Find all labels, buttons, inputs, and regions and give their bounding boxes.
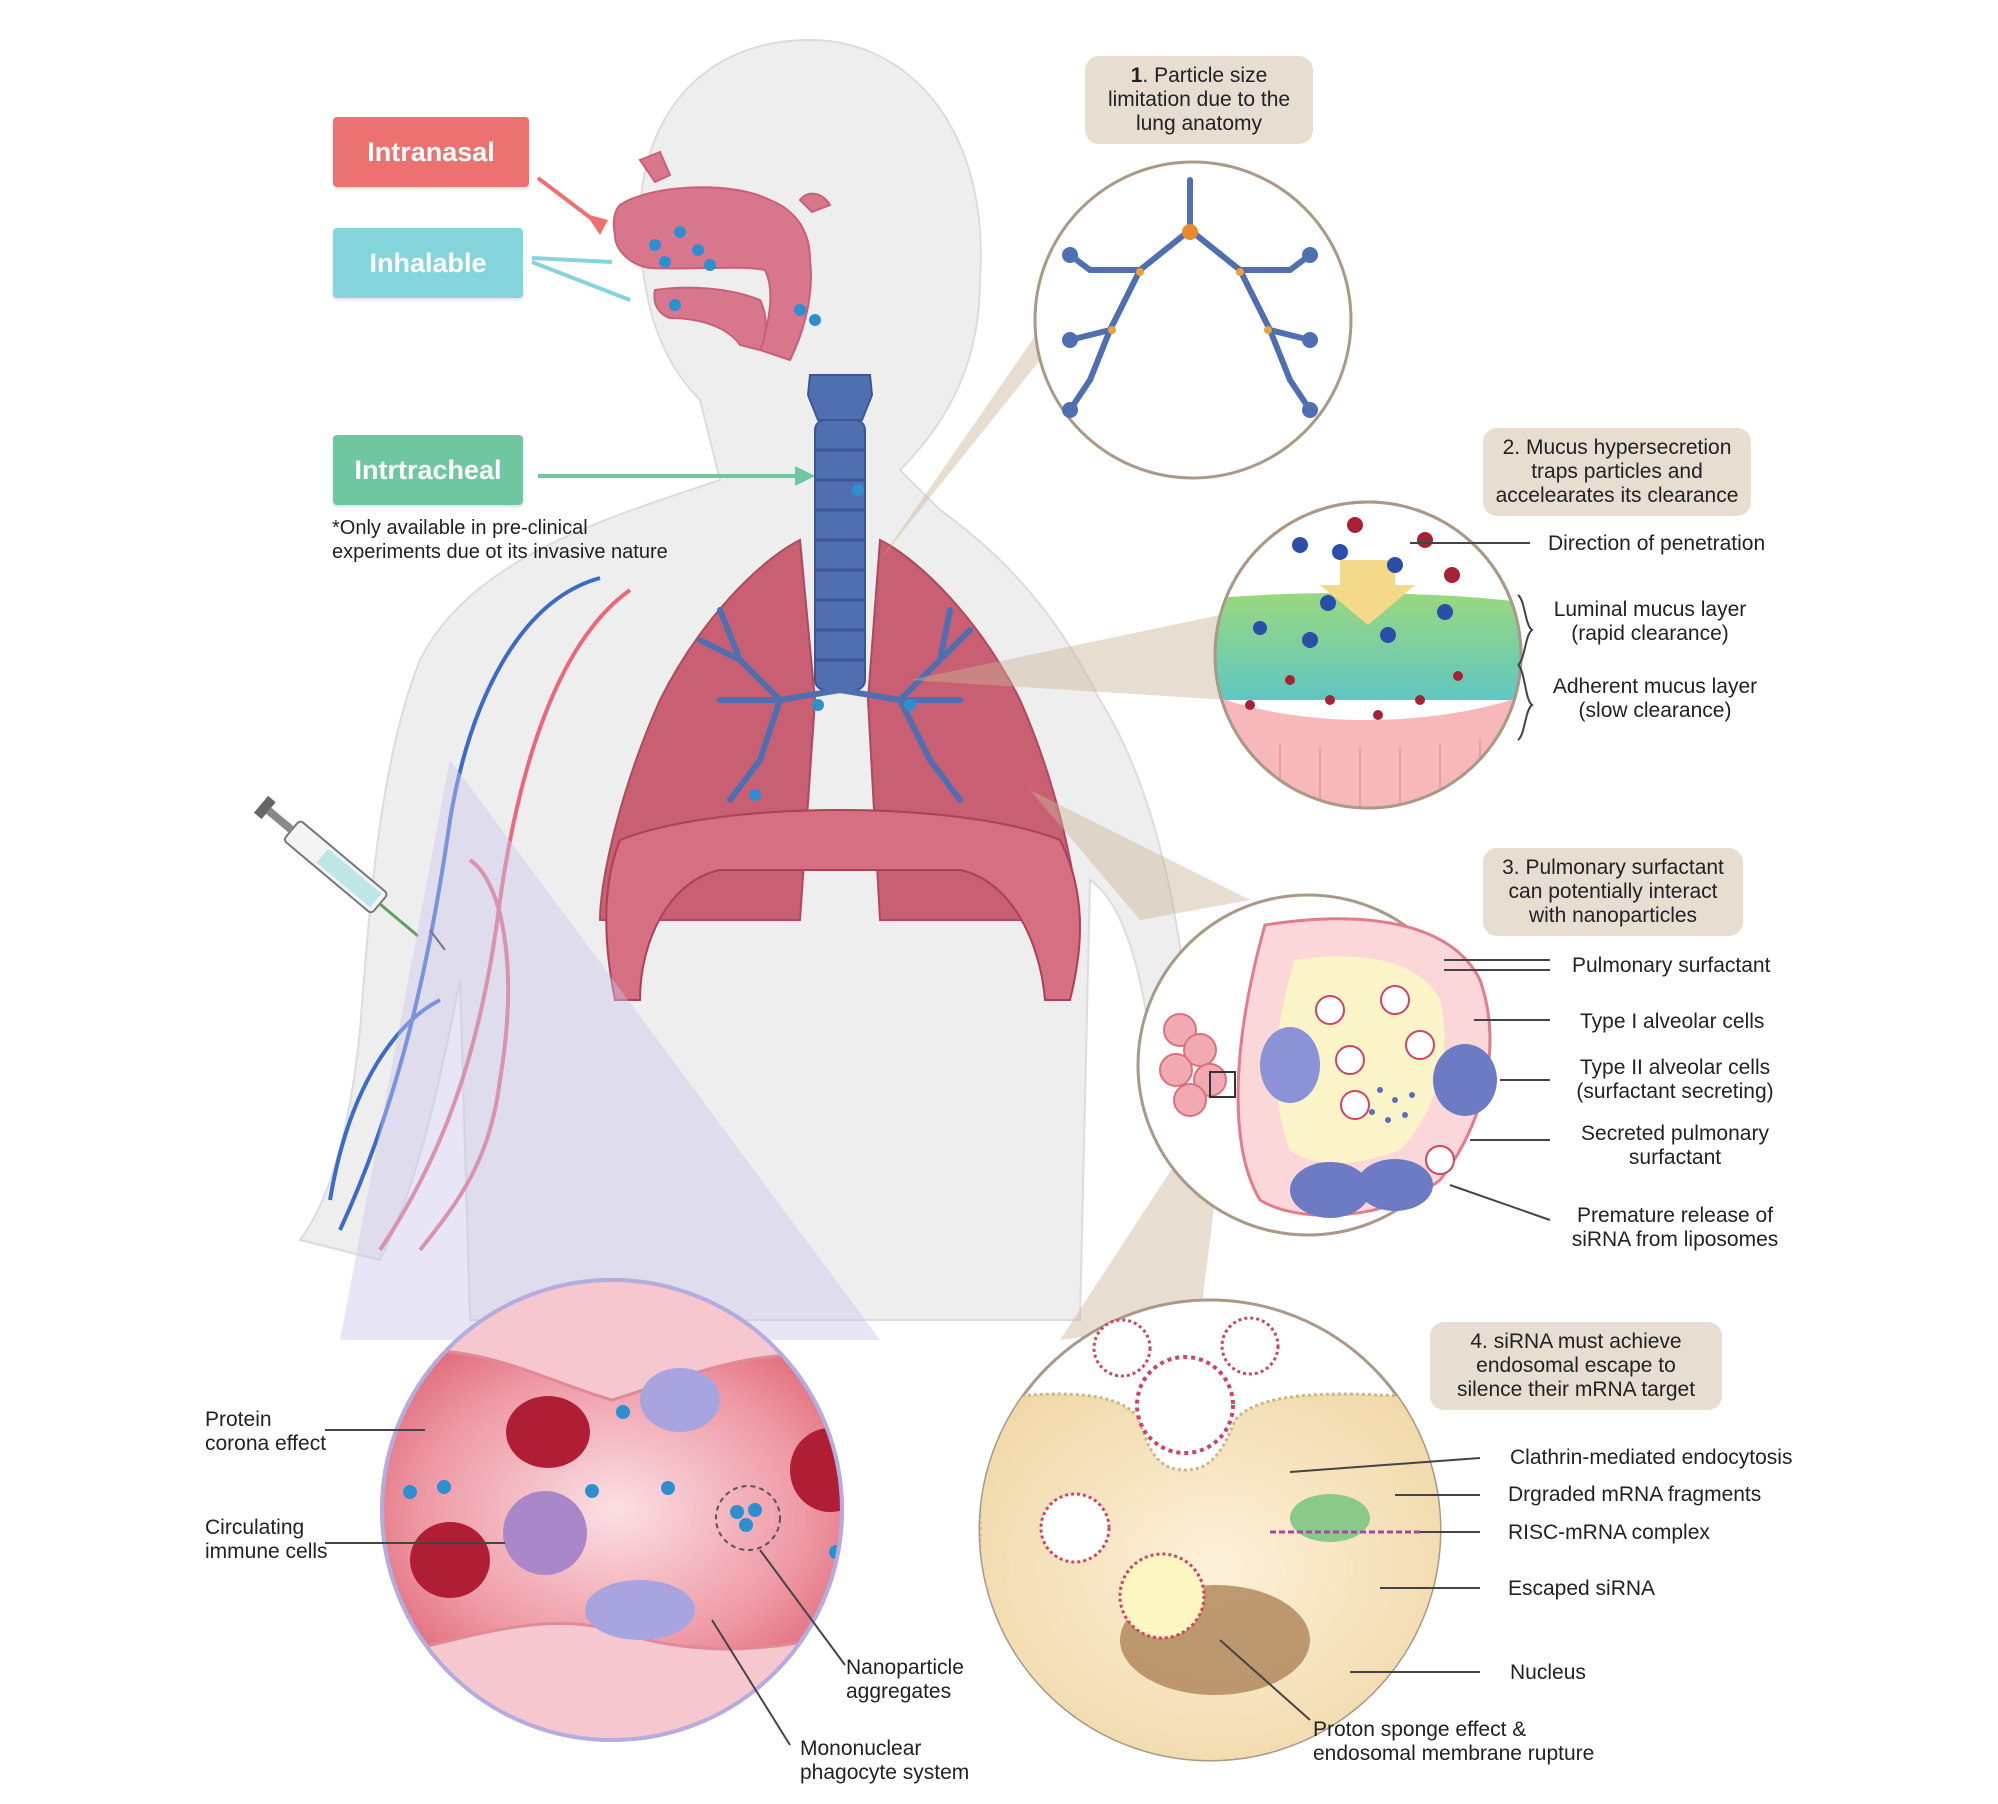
syringe	[253, 795, 420, 938]
alveolar-sac-icon	[1159, 1013, 1227, 1117]
step-3-line-3: with nanoparticles	[1528, 904, 1698, 927]
label-immune-cells: Circulating immune cells	[205, 1516, 328, 1564]
zoom-circle-mucus	[1213, 500, 1523, 810]
label-nanoparticle-aggregates-2: aggregates	[846, 1680, 952, 1703]
route-intratracheal: Intrtracheal	[333, 435, 523, 505]
route-intranasal-label: Intranasal	[367, 136, 495, 167]
label-secreted-surfactant-2: surfactant	[1628, 1146, 1722, 1169]
label-adherent-mucus-1: Adherent mucus layer	[1552, 675, 1758, 698]
label-degraded-mrna: Drgraded mRNA fragments	[1508, 1483, 1762, 1506]
label-mononuclear-phagocyte-1: Mononuclear	[800, 1737, 922, 1760]
label-immune-cells-1: Circulating	[205, 1516, 305, 1539]
label-immune-cells-2: immune cells	[205, 1540, 328, 1563]
label-luminal-mucus: Luminal mucus layer (rapid clearance)	[1540, 598, 1760, 646]
label-secreted-surfactant-1: Secreted pulmonary	[1581, 1122, 1769, 1145]
zoom-circle-alveolus	[1136, 893, 1497, 1237]
step-4-line-1: 4. siRNA must achieve	[1470, 1330, 1682, 1353]
label-mononuclear-phagocyte-2: phagocyte system	[800, 1761, 970, 1784]
trachea	[806, 374, 874, 691]
label-adherent-mucus: Adherent mucus layer (slow clearance)	[1540, 675, 1770, 723]
label-nucleus: Nucleus	[1510, 1661, 1586, 1684]
label-type-2-cells-1: Type II alveolar cells	[1579, 1056, 1771, 1079]
nasal-cavity	[612, 150, 832, 362]
label-type-2-cells-2: (surfactant secreting)	[1576, 1080, 1774, 1103]
label-secreted-surfactant: Secreted pulmonary surfactant	[1570, 1122, 1780, 1170]
step-2-line-1: 2. Mucus hypersecretion	[1502, 436, 1732, 459]
step-2-box: 2. Mucus hypersecretion traps particles …	[1483, 428, 1751, 516]
label-nanoparticle-aggregates-1: Nanoparticle	[846, 1656, 964, 1679]
label-protein-corona-1: Protein	[205, 1408, 272, 1431]
label-mononuclear-phagocyte: Mononuclear phagocyte system	[800, 1737, 969, 1785]
label-premature-release-1: Premature release of	[1576, 1204, 1774, 1227]
route-intratracheal-label: Intrtracheal	[354, 454, 502, 485]
blood-vessels	[328, 576, 632, 1252]
label-type-1-cells: Type I alveolar cells	[1580, 1010, 1765, 1033]
label-premature-release-2: siRNA from liposomes	[1571, 1228, 1779, 1251]
leader-lines	[325, 542, 1551, 1746]
step-3-line-2: can potentially interact	[1508, 880, 1718, 903]
step-2-line-2: traps particles and	[1531, 460, 1703, 483]
step-1-line-2: limitation due to the	[1107, 88, 1291, 111]
note-line-1: *Only available in pre-clinical	[332, 517, 588, 539]
label-luminal-mucus-1: Luminal mucus layer	[1553, 598, 1747, 621]
step-3-line-1: 3. Pulmonary surfactant	[1502, 856, 1724, 879]
label-risc-complex: RISC-mRNA complex	[1508, 1521, 1710, 1544]
label-pulmonary-surfactant: Pulmonary surfactant	[1572, 954, 1771, 977]
step-4-line-3: silence their mRNA target	[1456, 1378, 1696, 1401]
zoom-circle-cell	[978, 1298, 1442, 1762]
note-line-2: experiments due ot its invasive nature	[332, 541, 668, 563]
zoom-circle-bronchi	[1033, 160, 1353, 480]
step-1-number: 1	[1130, 64, 1143, 87]
label-protein-corona: Protein corona effect	[205, 1408, 326, 1456]
label-adherent-mucus-2: (slow clearance)	[1578, 699, 1732, 722]
lungs	[598, 538, 1082, 1001]
step-3-box: 3. Pulmonary surfactant can potentially …	[1483, 848, 1743, 936]
intratracheal-note: *Only available in pre-clinical experime…	[332, 516, 668, 564]
label-luminal-mucus-2: (rapid clearance)	[1571, 622, 1729, 645]
step-1-box: 1. Particle size limitation due to the l…	[1085, 56, 1313, 144]
label-type-2-cells: Type II alveolar cells (surfactant secre…	[1560, 1056, 1790, 1104]
label-protein-corona-2: corona effect	[205, 1432, 327, 1455]
route-arrows	[531, 176, 815, 486]
label-proton-sponge: Proton sponge effect & endosomal membran…	[1313, 1718, 1594, 1766]
label-direction-of-penetration: Direction of penetration	[1548, 532, 1766, 555]
step-4-box: 4. siRNA must achieve endosomal escape t…	[1430, 1322, 1722, 1410]
route-inhalable-label: Inhalable	[369, 247, 487, 278]
step-2-line-3: accelearates its clearance	[1495, 484, 1739, 507]
label-premature-release: Premature release of siRNA from liposome…	[1565, 1204, 1785, 1252]
zoom-circle-blood	[380, 1278, 844, 1742]
step-4-line-2: endosomal escape to	[1476, 1354, 1676, 1377]
route-inhalable: Inhalable	[333, 228, 523, 298]
label-nanoparticle-aggregates: Nanoparticle aggregates	[846, 1656, 964, 1704]
label-proton-sponge-2: endosomal membrane rupture	[1313, 1742, 1595, 1765]
airway-nanoparticles	[649, 226, 916, 801]
step-1-line-1: . Particle size	[1142, 64, 1268, 87]
route-intranasal: Intranasal	[333, 117, 529, 187]
label-escaped-sirna: Escaped siRNA	[1508, 1577, 1656, 1600]
step-1-line-3: lung anatomy	[1135, 112, 1263, 135]
label-clathrin-endocytosis: Clathrin-mediated endocytosis	[1510, 1446, 1793, 1469]
bronchial-tree	[697, 607, 973, 803]
label-proton-sponge-1: Proton sponge effect &	[1313, 1718, 1527, 1741]
